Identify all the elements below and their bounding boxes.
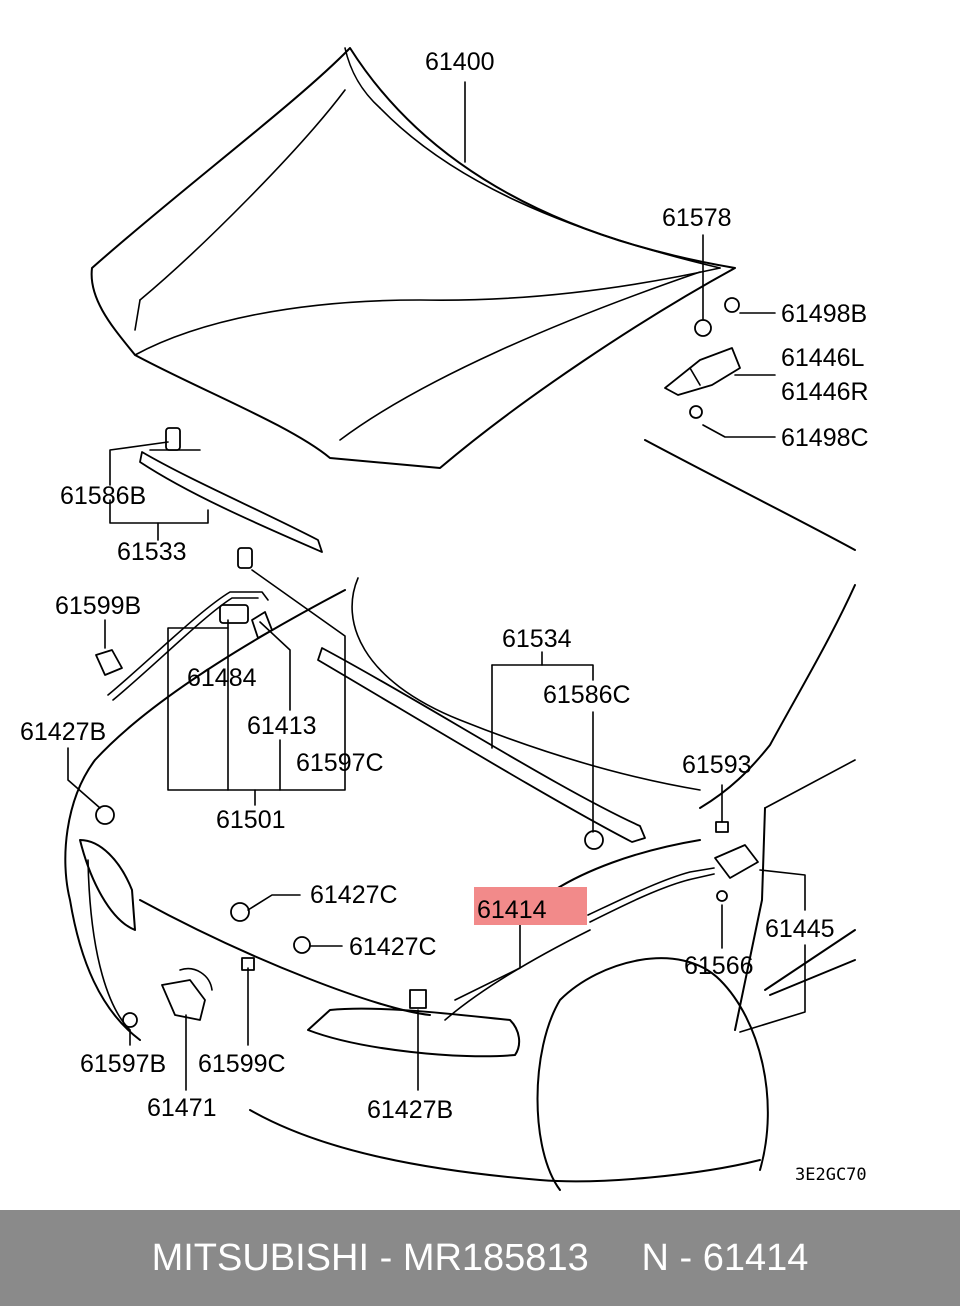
leader-lines [67,81,806,1091]
hood-panel [90,47,736,469]
label-61501[interactable]: 61501 [216,806,286,834]
label-61414[interactable]: 61414 [477,896,547,924]
car-body [64,439,856,1191]
label-61446l[interactable]: 61446L [781,344,865,372]
label-61534[interactable]: 61534 [502,625,572,653]
hood-latch [587,844,759,923]
footer-gap [589,1237,642,1280]
label-61586c[interactable]: 61586C [543,681,631,709]
highlight-box [474,887,587,925]
label-61445[interactable]: 61445 [765,915,835,943]
weatherstrip-61534 [317,647,646,843]
label-61599c[interactable]: 61599C [198,1050,286,1078]
label-61597b[interactable]: 61597B [80,1050,166,1078]
label-61566[interactable]: 61566 [684,952,754,980]
label-61498b[interactable]: 61498B [781,300,867,328]
footer-brand: MITSUBISHI [151,1236,370,1279]
weatherstrip-61533 [139,449,323,553]
label-61586b[interactable]: 61586B [60,482,146,510]
label-61498c[interactable]: 61498C [781,424,869,452]
label-61533[interactable]: 61533 [117,538,187,566]
label-61427b-left[interactable]: 61427B [20,718,106,746]
label-61484[interactable]: 61484 [187,664,257,692]
label-61400[interactable]: 61400 [425,48,495,76]
footer-part-number: MR185813 [402,1236,589,1279]
label-61578[interactable]: 61578 [662,204,732,232]
diagram-code: 3E2GC70 [795,1165,867,1185]
label-61446r[interactable]: 61446R [781,378,869,406]
label-61597c[interactable]: 61597C [296,749,384,777]
hood-hinge [664,347,741,396]
label-61427c-lower[interactable]: 61427C [349,933,437,961]
footer-separator-2: - [668,1236,703,1279]
footer-separator: - [369,1236,403,1279]
fasteners [95,297,740,1028]
part-labels: 61400 61578 61498B 61446L 61446R 61498C … [20,48,869,1185]
label-61599b[interactable]: 61599B [55,592,141,620]
latch-61471 [161,968,213,1021]
label-61413[interactable]: 61413 [247,712,317,740]
label-61427b-bottom[interactable]: 61427B [367,1096,453,1124]
label-61593[interactable]: 61593 [682,751,752,779]
footer-bar: MITSUBISHI - MR185813 N - 61414 [0,1210,960,1306]
label-61427c-upper[interactable]: 61427C [310,881,398,909]
label-61471[interactable]: 61471 [147,1094,217,1122]
parts-diagram: 61400 61578 61498B 61446L 61446R 61498C … [20,47,869,1191]
footer-ref-number: 61414 [702,1236,809,1279]
footer-ref-prefix: N [641,1236,669,1279]
